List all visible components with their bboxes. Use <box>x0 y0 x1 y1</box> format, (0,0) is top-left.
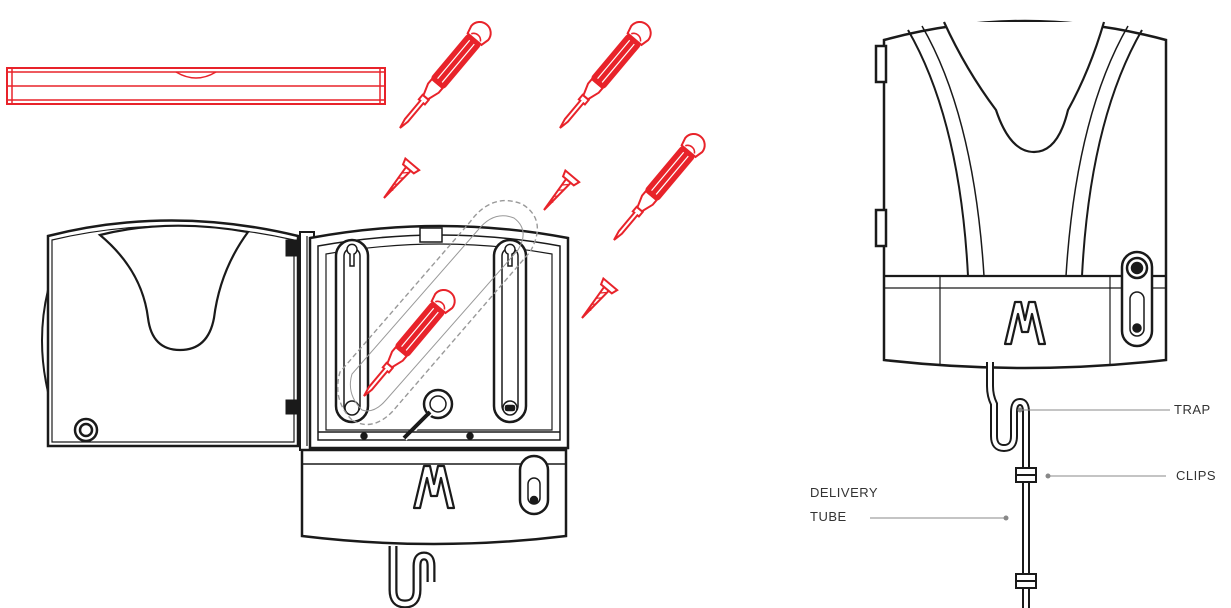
screwdriver-icon <box>604 128 711 249</box>
callout-clips: CLIPS <box>1045 468 1216 483</box>
screw-icon <box>536 169 581 217</box>
tube-clip <box>1015 467 1037 589</box>
trap-label: TRAP <box>1174 402 1211 417</box>
spirit-level-icon <box>6 67 386 105</box>
dispenser-body-open <box>308 224 570 450</box>
clips-label: CLIPS <box>1176 468 1216 483</box>
delivery-tube-left <box>388 546 436 608</box>
refill-bag <box>337 199 539 426</box>
delivery-tube-right <box>986 362 1030 608</box>
delivery-label-line2: TUBE <box>810 509 847 524</box>
callout-delivery-tube: DELIVERY TUBE <box>810 485 1009 524</box>
delivery-label-line1: DELIVERY <box>810 485 878 500</box>
dispenser-closed <box>874 19 1168 370</box>
open-lid <box>41 219 303 448</box>
screwdriver-icon <box>390 16 497 137</box>
screw-icon <box>574 277 619 325</box>
screw-icon <box>376 157 421 205</box>
callout-trap: TRAP <box>1017 402 1211 417</box>
screwdriver-icon <box>550 16 657 137</box>
